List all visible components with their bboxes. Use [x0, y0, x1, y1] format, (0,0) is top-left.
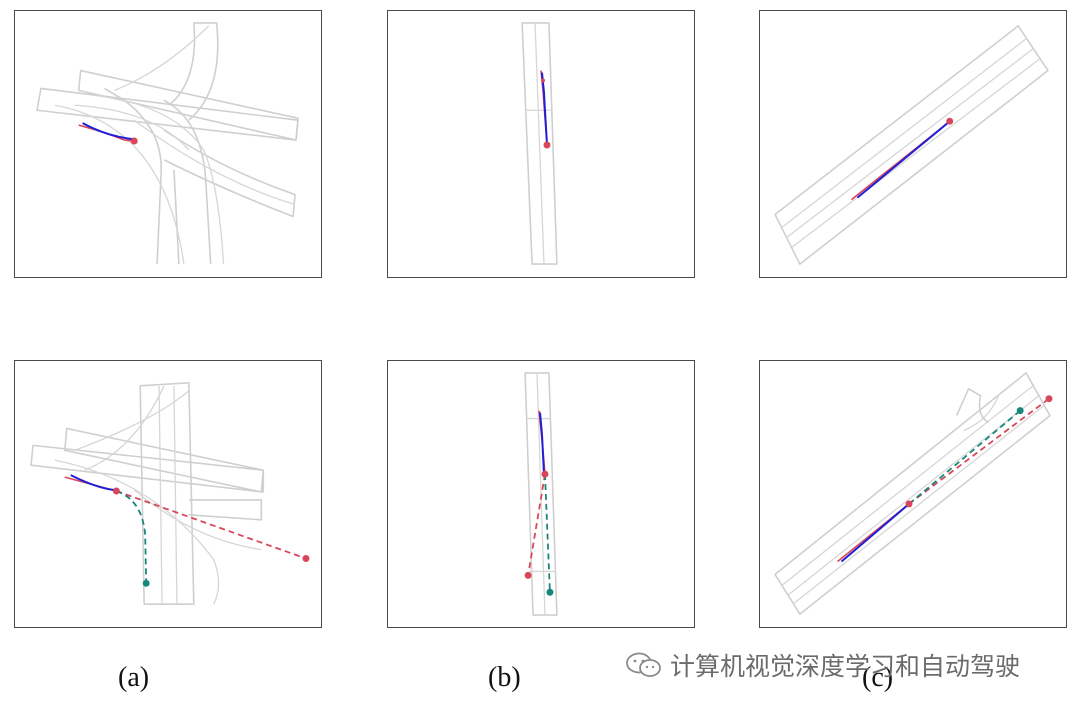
road-segment	[774, 372, 1051, 615]
road-segment	[30, 444, 265, 493]
panel-bottom-a	[14, 360, 322, 628]
road-segment	[188, 499, 263, 521]
road-segment	[524, 372, 558, 616]
watermark: 计算机视觉深度学习和自动驾驶	[624, 648, 1020, 682]
map-top-a	[36, 22, 299, 265]
map-bottom-b	[524, 372, 558, 616]
agent-position-dot	[541, 470, 549, 478]
lane-line	[781, 38, 1027, 228]
lane-line	[54, 459, 220, 605]
history-trajectory	[856, 121, 950, 199]
panel-top-a	[14, 10, 322, 278]
predicted-trajectory-green	[116, 490, 148, 584]
lane-line	[963, 395, 999, 432]
predicted-trajectory-green	[908, 409, 1021, 505]
prediction-endpoint-dot	[1016, 407, 1024, 415]
caption-b: (b)	[488, 662, 521, 693]
watermark-text: 计算机视觉深度学习和自动驾驶	[670, 652, 1021, 681]
prediction-endpoint-dot	[546, 588, 554, 596]
road-segment	[955, 387, 989, 424]
history-trajectory	[70, 474, 115, 492]
lane-line	[791, 58, 1041, 248]
road-segment	[173, 169, 180, 265]
road-segment	[163, 99, 212, 265]
road-segment	[77, 69, 299, 141]
lane-line	[94, 94, 225, 265]
agent-position-dot	[905, 500, 913, 508]
agent-position-dot	[112, 487, 120, 495]
caption-c: (c)	[862, 662, 894, 693]
lane-line	[792, 404, 1046, 605]
caption-a: (a)	[118, 662, 150, 693]
road-segment	[521, 22, 558, 265]
agent-position-dot	[946, 117, 954, 125]
predicted-trajectory-green	[544, 474, 551, 593]
lane-line	[787, 394, 1041, 596]
lane-line	[786, 48, 1034, 238]
predicted-trajectory-red	[908, 398, 1050, 505]
map-bottom-c	[774, 372, 1053, 615]
predicted-trajectory-red	[527, 474, 546, 576]
map-top-c	[774, 25, 1049, 265]
history-trajectory	[539, 412, 545, 475]
road-segment	[168, 22, 219, 121]
lane-line	[133, 119, 296, 206]
panel-top-c	[759, 10, 1067, 278]
lane-line	[74, 390, 190, 451]
wechat-icon	[626, 652, 661, 677]
prediction-endpoint-dot	[142, 579, 150, 587]
lane-line	[74, 104, 190, 151]
agent-position-dot	[130, 137, 138, 145]
lane-line	[158, 385, 163, 605]
lane-line	[534, 22, 545, 265]
agent-position-dot	[543, 141, 551, 149]
panel-bottom-c	[759, 360, 1067, 628]
lane-line	[133, 489, 262, 551]
road-segment	[163, 129, 296, 218]
lane-line	[114, 25, 210, 92]
history-trajectory	[541, 72, 548, 145]
road-segment	[774, 25, 1049, 265]
prediction-endpoint-dot	[1045, 395, 1053, 403]
panel-bottom-b	[387, 360, 695, 628]
map-bottom-a	[30, 382, 310, 605]
map-top-b	[521, 22, 558, 265]
history-trajectory	[82, 122, 133, 141]
lane-line	[84, 385, 165, 471]
agent-position-dot	[541, 78, 545, 83]
road-segment	[139, 382, 195, 605]
predicted-trajectory-red	[116, 490, 307, 560]
prediction-endpoint-dot	[524, 571, 532, 579]
panel-top-b	[387, 10, 695, 278]
lane-line	[173, 385, 178, 605]
history-trajectory	[840, 503, 910, 563]
lane-line	[54, 104, 185, 265]
lane-line	[781, 384, 1035, 586]
road-segment	[63, 427, 265, 493]
prediction-endpoint-dot	[302, 555, 310, 562]
